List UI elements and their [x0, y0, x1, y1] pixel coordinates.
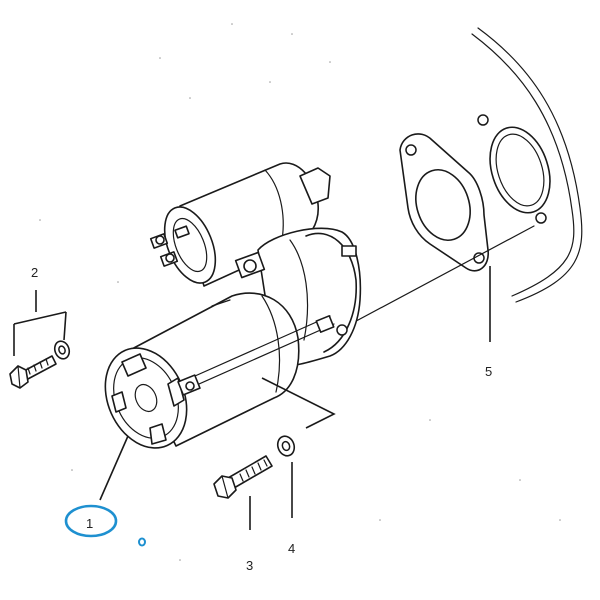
- washer-large: [276, 435, 296, 457]
- housing-starter-opening: [489, 126, 551, 214]
- highlight-circle: [64, 504, 118, 538]
- callout-4: 4: [288, 541, 295, 556]
- housing-bolt-hole-lower: [535, 212, 547, 224]
- gasket-center-opening: [415, 169, 471, 241]
- alignment-line: [344, 225, 535, 328]
- bolt-small: [9, 355, 57, 389]
- starter-motor: [104, 292, 335, 449]
- starter-solenoid: [149, 162, 331, 287]
- callout-2: 2: [31, 265, 38, 280]
- solenoid-terminals: [149, 225, 190, 267]
- bolt-large: [213, 455, 273, 499]
- callout-3: 3: [246, 558, 253, 573]
- end-cover-slot-right: [167, 377, 185, 407]
- washer-small: [53, 340, 71, 360]
- scan-specks: [39, 23, 561, 561]
- callout-2-bracket: [13, 290, 67, 356]
- end-cover-slot-left: [111, 391, 127, 413]
- callout-5: 5: [485, 364, 492, 379]
- end-cover-slot-top: [121, 353, 147, 377]
- leader-1: [99, 435, 129, 501]
- through-bolt: [185, 315, 331, 381]
- highlight-dot: [138, 537, 146, 547]
- mounting-gasket: [399, 133, 489, 272]
- gasket-hole-bottom: [473, 252, 485, 264]
- assembly-bracket: [261, 377, 336, 429]
- gasket-hole-top: [405, 144, 417, 156]
- end-cover-slot-bottom: [149, 423, 167, 445]
- callout-1: 1: [86, 516, 93, 531]
- engine-housing-plate: [471, 27, 583, 303]
- housing-bolt-hole-upper: [477, 114, 489, 126]
